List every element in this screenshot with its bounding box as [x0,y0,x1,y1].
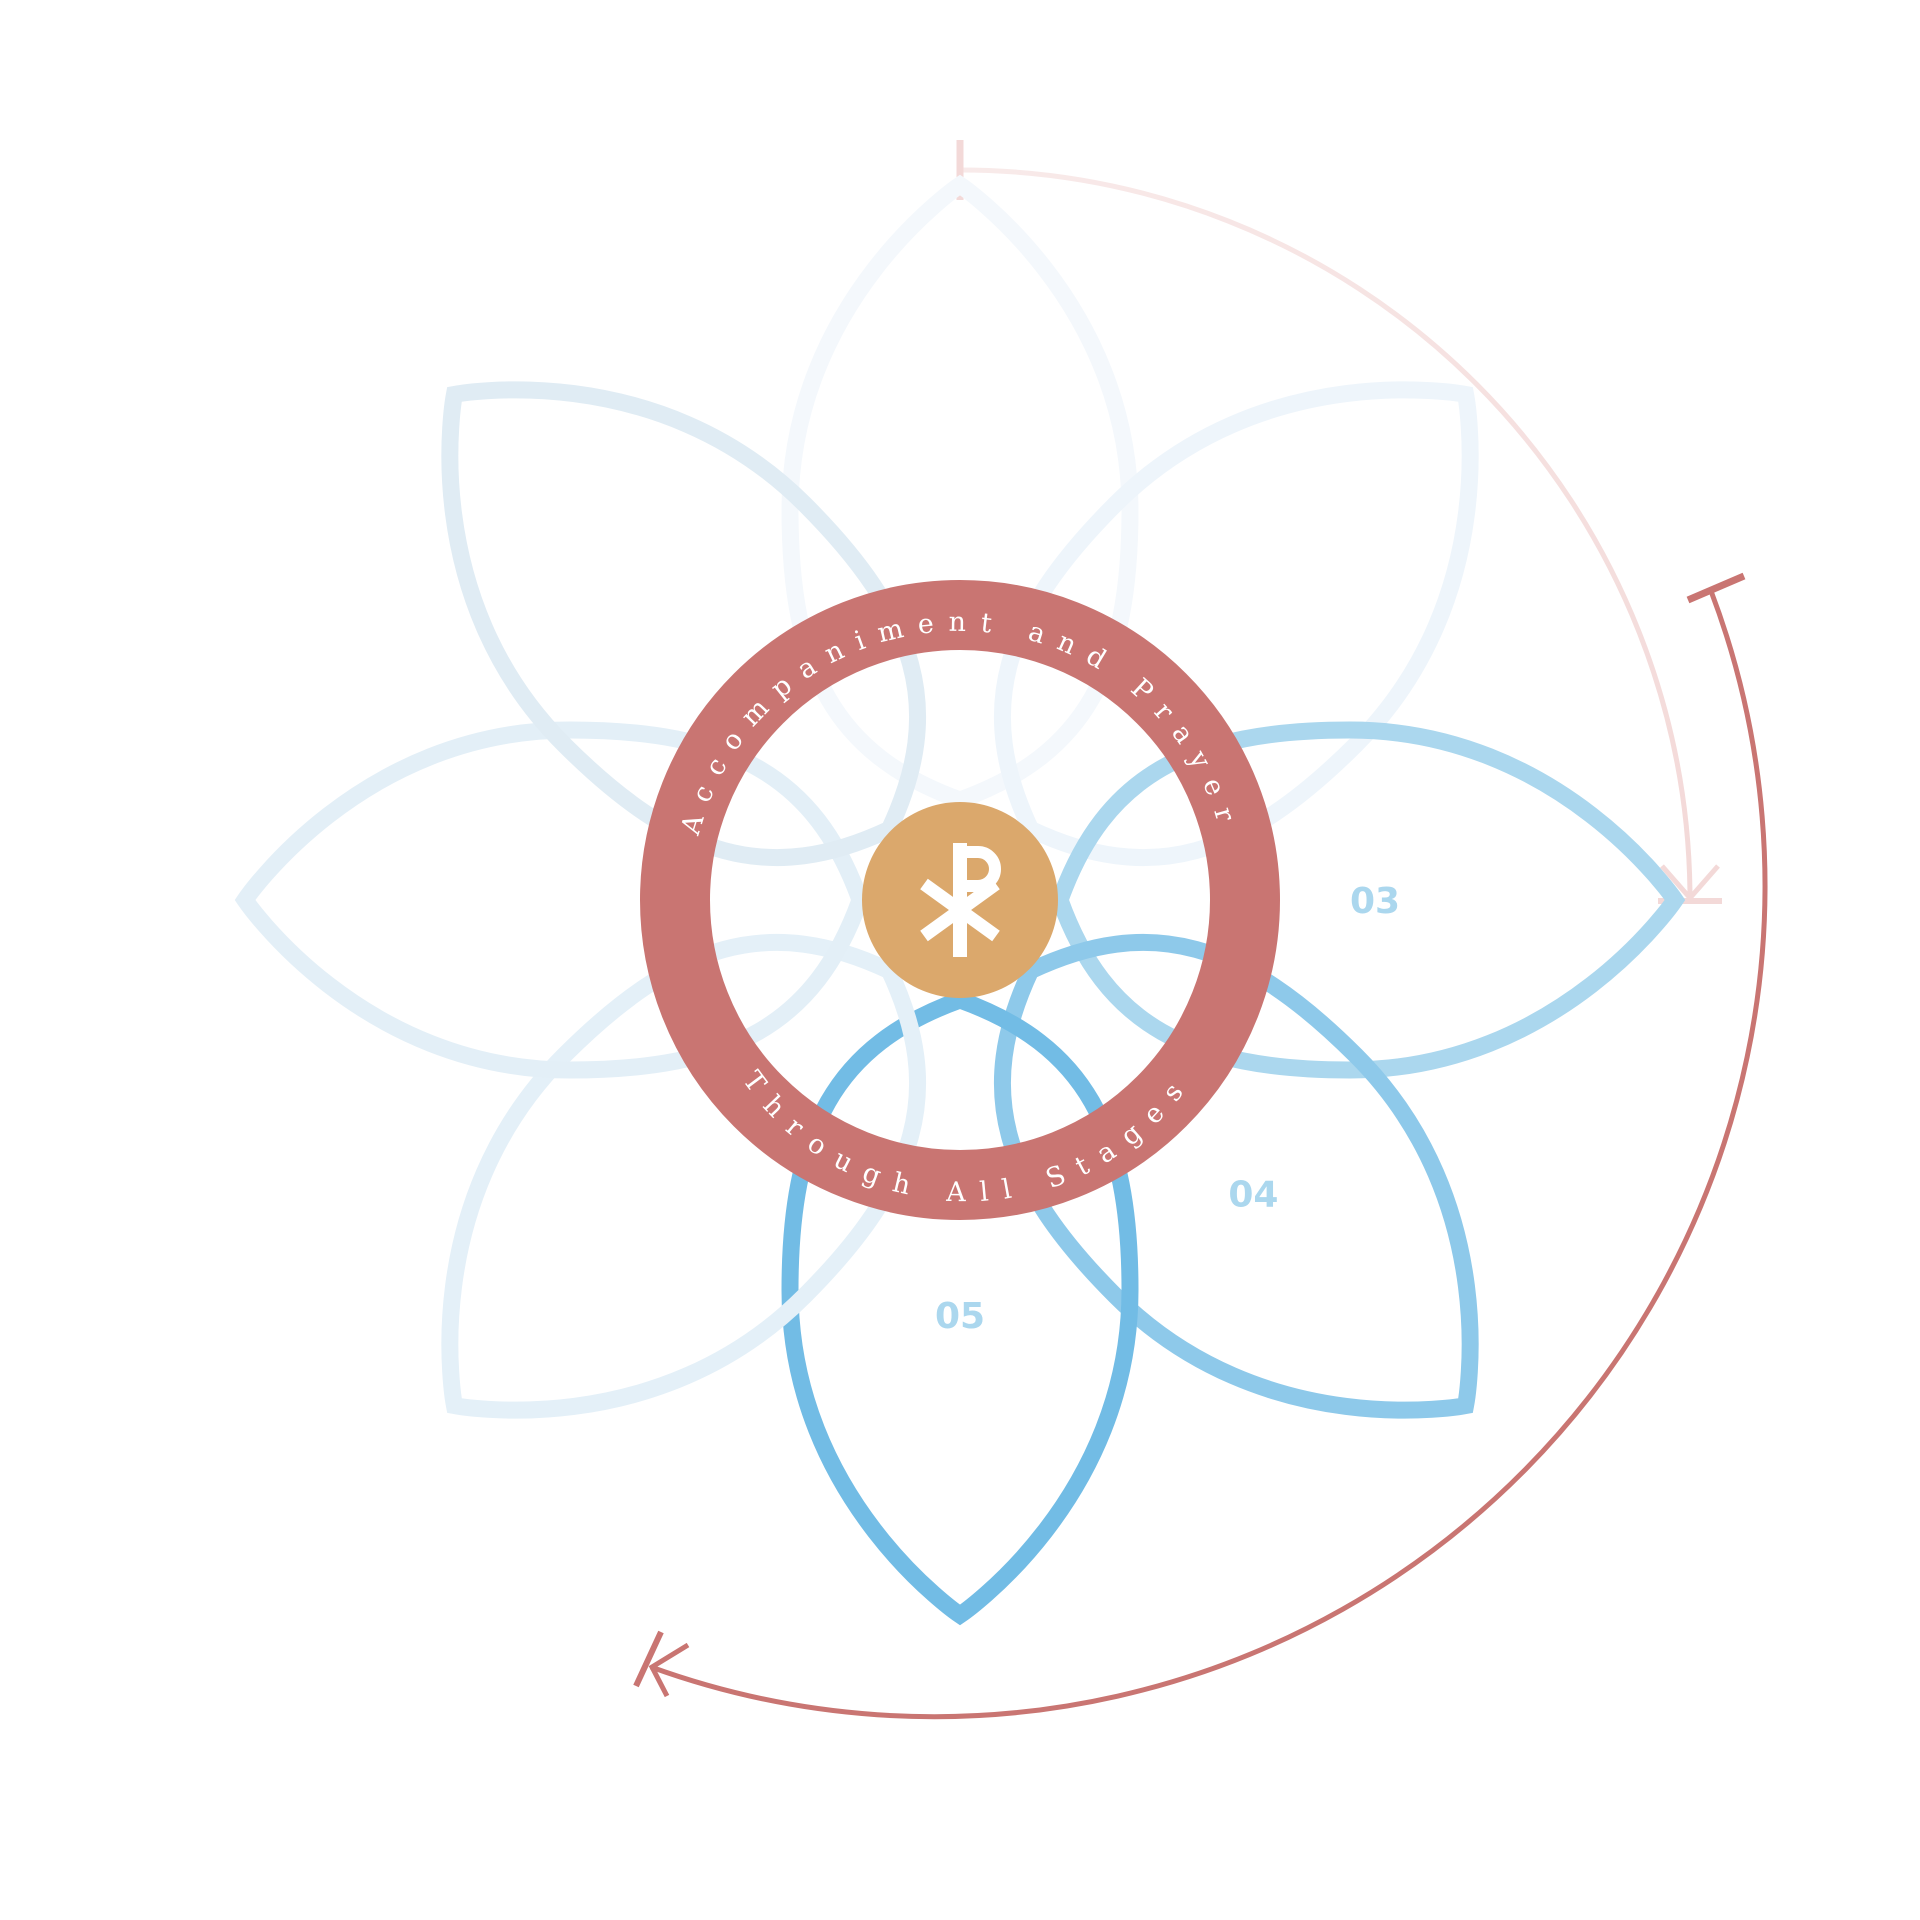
petal-07 [234,721,870,1079]
petal-01 [781,174,1139,810]
faint-arrow-line [959,167,1693,901]
petal-label-03: 03 [1350,881,1400,922]
cycle-arrows [633,140,1768,1720]
strong-arrow-line [650,590,1768,1720]
strong-arrow [633,572,1768,1720]
center-emblem [862,802,1058,998]
strong-arrow-end-tick [633,1630,664,1688]
strong-arrow-start-tick [1686,572,1746,604]
strong-arrow-head [648,1642,690,1698]
faint-arrow [956,140,1722,904]
petal-label-05: 05 [935,1296,985,1337]
petal-label-04: 04 [1228,1174,1278,1215]
chi-rho-icon [920,843,1001,957]
ring-band [640,580,1280,1220]
